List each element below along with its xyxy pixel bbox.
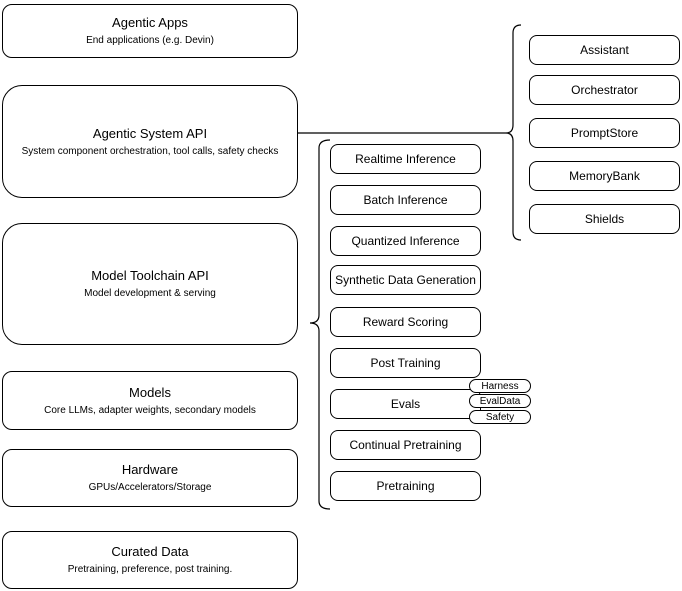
node-shields: Shields	[529, 204, 680, 234]
node-agentic-system-api-subtitle: System component orchestration, tool cal…	[21, 145, 279, 157]
toolchain-bracket	[309, 139, 331, 510]
node-model-toolchain-api: Model Toolchain API Model development & …	[2, 223, 298, 345]
node-models: Models Core LLMs, adapter weights, secon…	[2, 371, 298, 430]
node-agentic-apps-title: Agentic Apps	[112, 15, 188, 30]
node-models-title: Models	[129, 384, 171, 400]
node-curated-data: Curated Data Pretraining, preference, po…	[2, 531, 298, 589]
node-reward-scoring: Reward Scoring	[330, 307, 481, 337]
node-assistant: Assistant	[529, 35, 680, 65]
node-model-toolchain-api-title: Model Toolchain API	[91, 268, 209, 283]
node-evals: Evals	[330, 389, 481, 419]
system-components-bracket	[505, 24, 522, 241]
node-pretraining: Pretraining	[330, 471, 481, 501]
node-hardware-subtitle: GPUs/Accelerators/Storage	[88, 482, 212, 493]
node-agentic-system-api-title: Agentic System API	[92, 125, 208, 141]
node-continual-pretraining: Continual Pretraining	[330, 430, 481, 460]
node-memorybank: MemoryBank	[529, 161, 680, 191]
node-models-subtitle: Core LLMs, adapter weights, secondary mo…	[44, 404, 256, 416]
node-orchestrator: Orchestrator	[529, 75, 680, 105]
node-curated-data-subtitle: Pretraining, preference, post training.	[67, 564, 233, 575]
node-synthetic-data-generation: Synthetic Data Generation	[330, 265, 481, 295]
node-agentic-apps-subtitle: End applications (e.g. Devin)	[86, 35, 214, 46]
node-hardware: Hardware GPUs/Accelerators/Storage	[2, 449, 298, 507]
node-hardware-title: Hardware	[121, 462, 179, 477]
node-batch-inference: Batch Inference	[330, 185, 481, 215]
node-model-toolchain-api-subtitle: Model development & serving	[84, 288, 216, 299]
node-agentic-apps: Agentic Apps End applications (e.g. Devi…	[2, 4, 298, 58]
node-promptstore: PromptStore	[529, 118, 680, 148]
node-post-training: Post Training	[330, 348, 481, 378]
tag-safety: Safety	[469, 410, 531, 424]
node-realtime-inference: Realtime Inference	[330, 144, 481, 174]
node-curated-data-title: Curated Data	[111, 544, 189, 559]
node-quantized-inference: Quantized Inference	[330, 226, 481, 256]
tag-harness: Harness	[469, 379, 531, 393]
node-agentic-system-api: Agentic System API System component orch…	[2, 85, 298, 198]
tag-evaldata: EvalData	[469, 394, 531, 408]
